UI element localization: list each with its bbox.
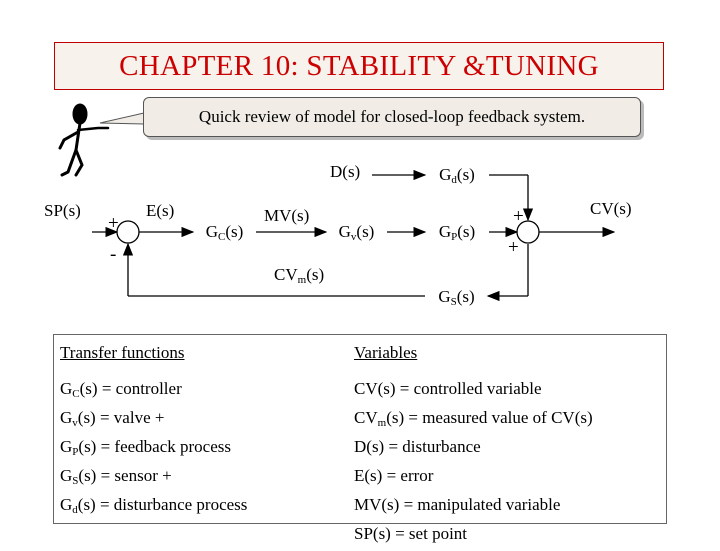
disturbance-process-label: Gd(s)	[439, 164, 475, 186]
transfer-functions-heading: Transfer functions	[60, 343, 185, 362]
process-label: GP(s)	[438, 221, 476, 243]
process-block: GP(s)	[425, 214, 489, 250]
cv-label: CV(s)	[590, 199, 632, 218]
valve-block: Gv(s)	[326, 214, 387, 250]
cvm-label: CVm(s)	[274, 265, 325, 286]
controller-label: GC(s)	[205, 221, 244, 243]
minus-sign: -	[110, 244, 117, 265]
presenter-figure-icon	[58, 103, 110, 177]
controller-block: GC(s)	[193, 214, 256, 250]
legend-item: D(s) = disturbance	[354, 437, 481, 456]
plus-sign-2: +	[513, 206, 524, 227]
legend-item: MV(s) = manipulated variable	[354, 495, 561, 514]
legend-item: GS(s) = sensor +	[60, 466, 172, 487]
error-label: E(s)	[146, 201, 175, 220]
disturbance-process-block: Gd(s)	[425, 157, 489, 193]
legend-item: Gd(s) = disturbance process	[60, 495, 248, 516]
legend-item: GC(s) = controller	[60, 379, 182, 400]
plus-sign-3: +	[508, 237, 519, 258]
legend-item: Gv(s) = valve +	[60, 408, 165, 429]
sensor-label: GS(s)	[438, 286, 475, 308]
page-title: CHAPTER 10: STABILITY &TUNING	[119, 49, 599, 82]
output-summing-junction	[516, 220, 540, 244]
title-banner: CHAPTER 10: STABILITY &TUNING	[54, 42, 664, 90]
mv-label: MV(s)	[264, 206, 310, 225]
valve-label: Gv(s)	[338, 221, 375, 243]
callout-box: Quick review of model for closed-loop fe…	[143, 97, 641, 137]
plus-sign-1: +	[108, 213, 119, 234]
callout-text: Quick review of model for closed-loop fe…	[198, 107, 586, 126]
legend-item: GP(s) = feedback process	[60, 437, 232, 458]
sensor-block: GS(s)	[425, 279, 488, 315]
setpoint-summing-junction	[116, 220, 140, 244]
legend-item: SP(s) = set point	[354, 524, 468, 543]
disturbance-label: D(s)	[330, 162, 361, 181]
variables-heading: Variables	[354, 343, 418, 362]
legend-item: CVm(s) = measured value of CV(s)	[354, 408, 593, 429]
legend-item: E(s) = error	[354, 466, 434, 485]
callout-pointer	[99, 112, 145, 125]
legend-item: CV(s) = controlled variable	[354, 379, 542, 398]
setpoint-label: SP(s)	[44, 201, 81, 220]
